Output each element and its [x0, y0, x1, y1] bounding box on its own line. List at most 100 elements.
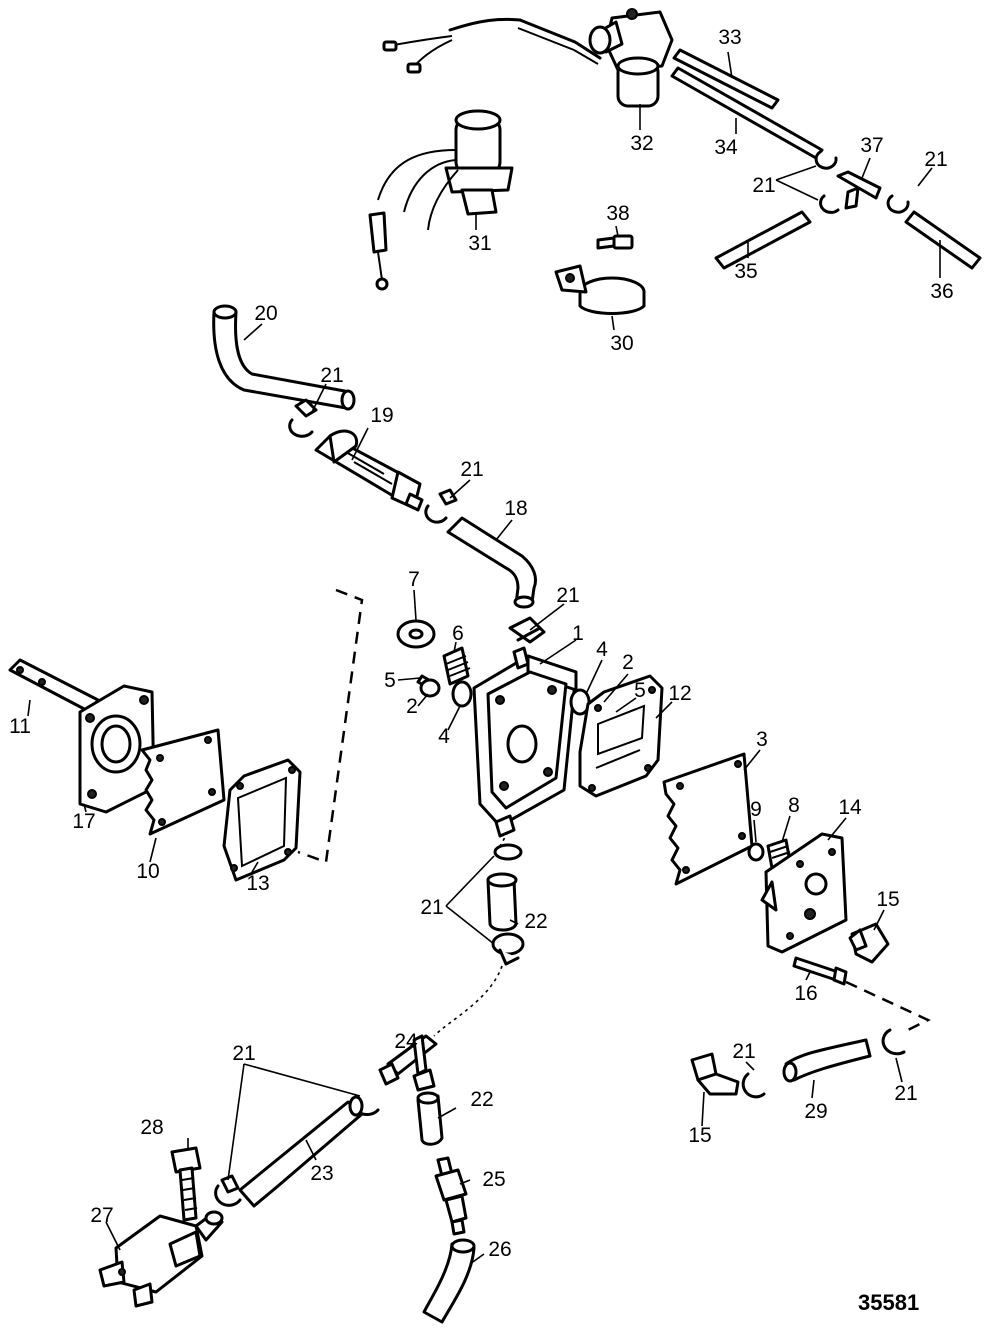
part-4-o-ring-left	[451, 680, 473, 708]
part-36-hose	[904, 210, 982, 270]
callout-21: 21	[732, 1040, 755, 1063]
callout-11: 11	[9, 715, 31, 738]
callout-27: 27	[90, 1204, 113, 1227]
callout-2: 2	[406, 695, 418, 718]
callout-1: 1	[572, 622, 584, 645]
callout-8: 8	[788, 794, 800, 817]
part-29-hose	[782, 1038, 872, 1083]
callout-21: 21	[752, 174, 775, 197]
part-33-hose	[672, 48, 780, 110]
drawing-number: 35581	[858, 1290, 919, 1315]
callout-24: 24	[394, 1030, 418, 1053]
callout-5: 5	[384, 669, 396, 692]
callout-32: 32	[630, 132, 653, 155]
part-3-gasket	[662, 752, 754, 886]
callout-37: 37	[860, 134, 883, 157]
callout-21: 21	[420, 896, 443, 919]
part-37-tee-fitting	[836, 170, 882, 210]
callout-23: 23	[310, 1162, 333, 1185]
part-19-fuel-filter	[314, 429, 424, 512]
callout-22: 22	[524, 910, 547, 933]
part-21-hose-clamp-lower	[214, 1174, 242, 1207]
callout-30: 30	[610, 332, 633, 355]
part-25-check-valve	[434, 1156, 468, 1236]
part-27-primer-valve	[98, 1210, 224, 1308]
part-32-primer-solenoid	[588, 8, 674, 108]
callout-15: 15	[688, 1124, 711, 1147]
callout-29: 29	[804, 1100, 827, 1123]
callout-34: 34	[714, 136, 738, 159]
callout-22: 22	[470, 1088, 493, 1111]
callout-21: 21	[232, 1042, 255, 1065]
callout-28: 28	[140, 1116, 163, 1139]
callout-18: 18	[504, 497, 527, 520]
pump-cover-dashed-guide	[845, 980, 931, 1034]
callout-21: 21	[894, 1082, 917, 1105]
part-21-hose-clamp-top-1	[814, 150, 838, 170]
part-9-washer	[747, 842, 765, 862]
leader-lines	[27, 51, 941, 1265]
callout-4: 4	[438, 725, 450, 748]
callout-13: 13	[246, 872, 269, 895]
callout-16: 16	[794, 982, 817, 1005]
part-11-pin	[8, 658, 100, 714]
callout-33: 33	[718, 26, 741, 49]
part-15-fitting-upper	[848, 922, 890, 964]
part-21-hose-clamp-mid-lower	[491, 932, 525, 966]
callout-4: 4	[596, 638, 608, 661]
part-21-hose-clamp-right-right	[881, 1028, 906, 1056]
callout-20: 20	[254, 302, 277, 325]
part-21-hose-clamp-filter-inlet	[288, 398, 318, 438]
part-2-washer-left	[419, 678, 441, 698]
part-22-hose-upper	[486, 872, 518, 932]
callout-21: 21	[924, 148, 947, 171]
callout-9: 9	[750, 798, 762, 821]
callout-15: 15	[876, 888, 899, 911]
part-21-hose-clamp-mid-upper	[493, 843, 523, 861]
part-21-hose-clamp-top-2	[819, 194, 840, 214]
callout-17: 17	[72, 810, 95, 833]
callout-35: 35	[734, 260, 757, 283]
callout-6: 6	[452, 622, 464, 645]
part-20-elbow-hose	[212, 304, 356, 411]
callout-38: 38	[606, 202, 629, 225]
callout-3: 3	[756, 728, 768, 751]
part-18-hose	[446, 516, 537, 609]
part-6-spring	[442, 646, 471, 686]
callout-19: 19	[370, 404, 393, 427]
part-12-gasket	[578, 674, 664, 798]
part-15-fitting-lower	[690, 1052, 740, 1096]
part-31-electric-fuel-valve	[368, 109, 514, 291]
part-13-gasket	[222, 758, 302, 882]
callout-25: 25	[482, 1168, 505, 1191]
part-24-tee-fitting	[378, 1034, 438, 1092]
part-28-bolt	[170, 1146, 202, 1222]
part-14-pump-cover	[760, 832, 848, 954]
callout-labels: 1 2 2 3 4 4 5 5 6 7 8 9 10 11 12 13 14 1…	[9, 26, 954, 1261]
callout-26: 26	[488, 1238, 511, 1261]
callout-12: 12	[668, 682, 691, 705]
part-30-hose-bracket	[554, 264, 646, 315]
callout-21: 21	[460, 458, 483, 481]
part-32-wiring-harness	[382, 17, 602, 74]
callout-14: 14	[838, 796, 862, 819]
part-7-diaphragm	[396, 619, 436, 649]
callout-5: 5	[634, 679, 646, 702]
callout-2: 2	[622, 651, 634, 674]
callout-21: 21	[556, 584, 579, 607]
part-10-gasket	[140, 728, 226, 836]
part-16-screw	[792, 956, 848, 986]
part-1-fuel-pump-body	[472, 646, 578, 838]
part-22-hose-lower	[416, 1091, 444, 1146]
callout-36: 36	[930, 280, 953, 303]
part-23-hose	[238, 1095, 364, 1208]
part-26-hose	[422, 1238, 476, 1324]
part-21-hose-clamp-right-left	[741, 1072, 766, 1099]
callout-31: 31	[468, 232, 491, 255]
part-21-hose-clamp-filter-outlet	[424, 488, 458, 524]
part-34-hose	[670, 66, 824, 160]
pump-assembly-dashed-guide	[297, 588, 364, 864]
callout-10: 10	[136, 860, 159, 883]
pump-outlet-dotted-guide	[433, 831, 509, 1037]
